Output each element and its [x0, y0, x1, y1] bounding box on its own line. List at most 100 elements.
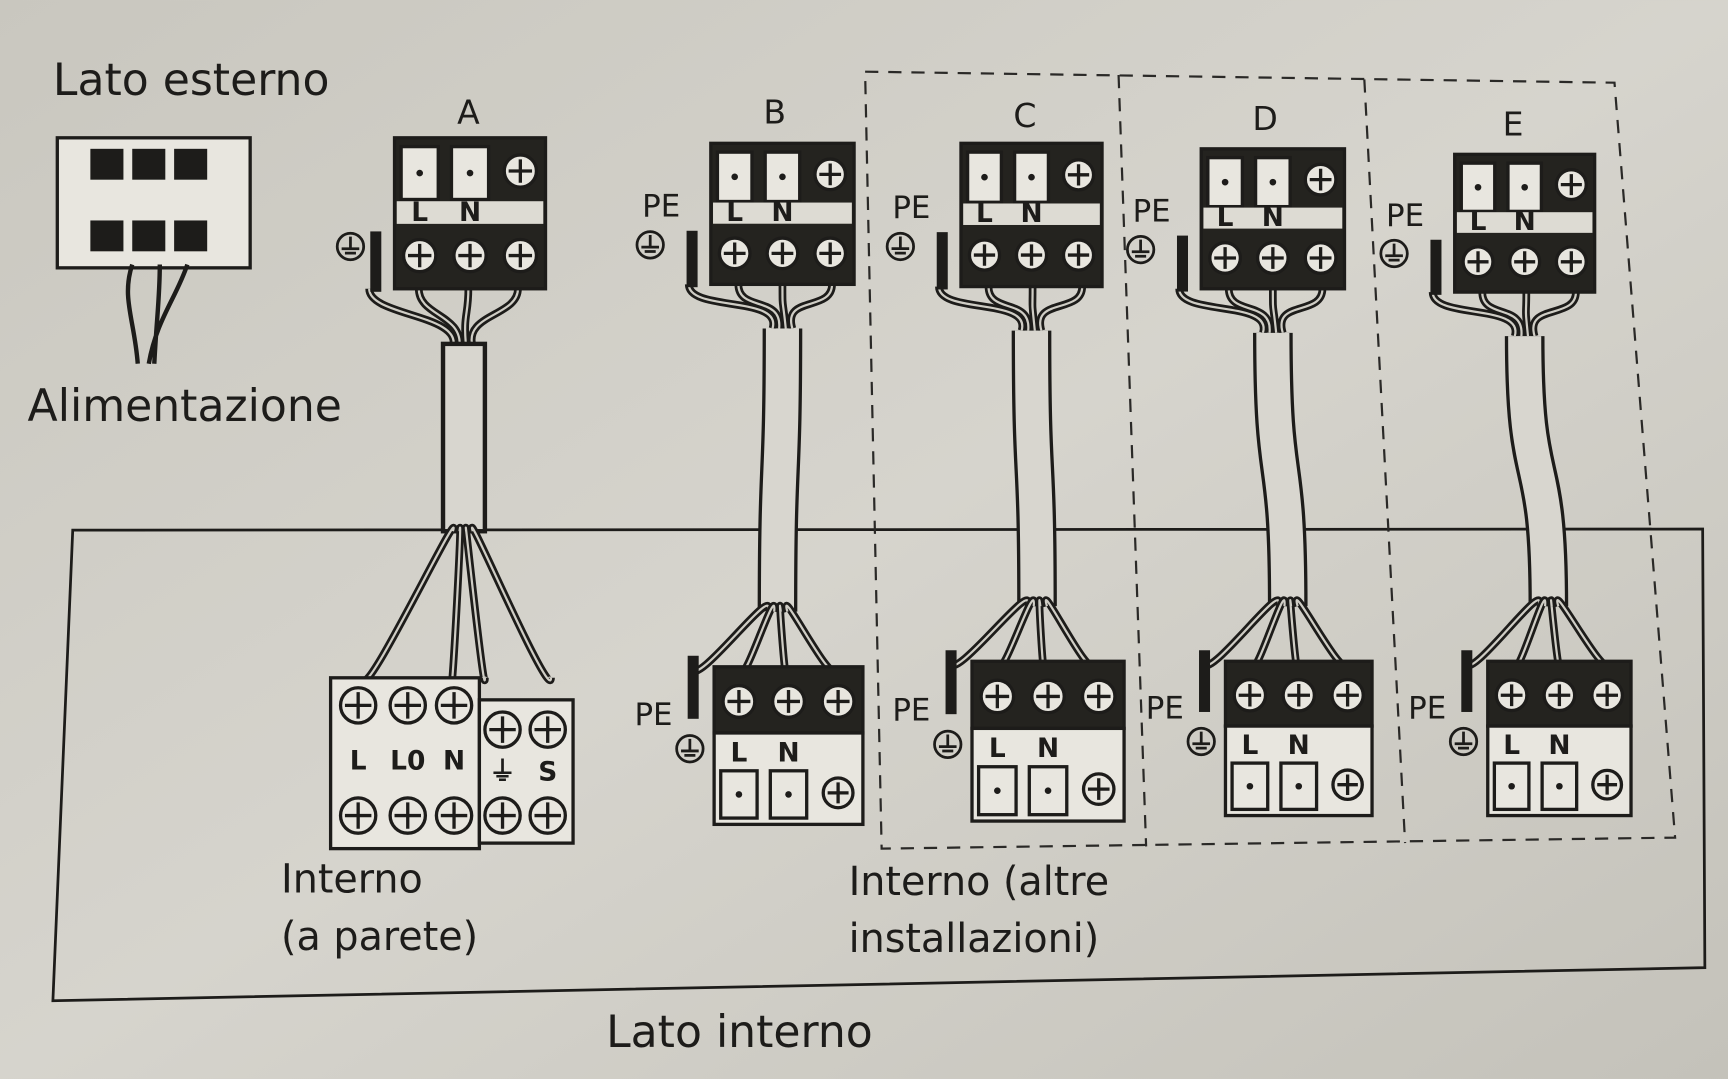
power-cable — [125, 263, 190, 365]
screw-slot — [407, 243, 432, 268]
terminal-label-l: L — [411, 197, 428, 228]
indoor-other-caption-line2: installazioni) — [849, 916, 1100, 962]
terminal-label-n: N — [1020, 198, 1042, 229]
unit-label-3: D — [1252, 99, 1277, 138]
ground-symbol — [341, 236, 360, 255]
terminal-label-n: N — [1514, 206, 1536, 237]
terminal-label-l: L — [1217, 202, 1234, 233]
clamp-dot — [731, 173, 738, 181]
pe-label: PE — [634, 697, 672, 733]
clamp-dot — [1221, 178, 1229, 186]
terminal-label-n: N — [1288, 730, 1310, 761]
cable-a-top-wire-core — [368, 288, 455, 348]
terminal-bottom — [174, 220, 208, 252]
screw-slot — [826, 689, 850, 713]
screw-slot — [771, 242, 794, 265]
screw-slot — [1500, 684, 1523, 707]
terminal-label-l: L — [1241, 730, 1258, 761]
cable-3-top-wire-core — [1271, 288, 1278, 333]
cable-d-fill — [1256, 332, 1305, 607]
terminal-bottom — [132, 220, 166, 252]
screw-slot — [1597, 774, 1618, 795]
ground-icon — [1379, 238, 1409, 269]
clamp-dot — [779, 173, 786, 181]
pe-ring-lug — [1430, 239, 1442, 295]
clamp-terminal — [763, 150, 802, 204]
cable-2-top-wire-core — [937, 286, 1024, 331]
screw-slot — [508, 159, 533, 183]
clamp-dot — [1508, 782, 1515, 790]
indoor-other-caption-line1: Interno (altre — [849, 859, 1110, 905]
screw-slot — [1287, 683, 1310, 707]
clamp-dot — [1521, 183, 1528, 191]
cable-2-top-wire-core — [1039, 286, 1084, 331]
screw-slot — [394, 692, 421, 719]
unit-label-1: B — [763, 92, 786, 131]
cable-a-bottom-wire-core — [464, 526, 486, 682]
unit-label-4: E — [1503, 105, 1524, 144]
cable-a-top-wire-core — [417, 288, 461, 348]
ground-symbol — [681, 738, 699, 757]
cable-3-top-wire-core — [1227, 288, 1271, 333]
pe-ring-lug — [1176, 235, 1188, 292]
cable-1-top-wire-core — [687, 284, 775, 329]
indoor-wall-caption-line2: (a parete) — [281, 914, 478, 960]
clamp-terminal — [768, 769, 809, 820]
pe-ring-lug — [370, 231, 382, 292]
unit-label-0: A — [457, 92, 480, 131]
indoor-wall-caption-line1: Interno — [281, 857, 423, 903]
screw-slot — [458, 243, 482, 268]
clamp-dot — [1246, 782, 1254, 790]
screw-slot — [1214, 247, 1236, 269]
clamp-dot — [981, 173, 988, 181]
screw-slot — [534, 802, 561, 829]
clamp-dot — [1044, 787, 1052, 795]
clamp-dot — [1295, 782, 1303, 790]
label-strip — [713, 202, 852, 224]
clamp-dot — [1556, 782, 1563, 790]
wall-terminal-label-3: ⏚ — [489, 756, 515, 787]
screw-slot — [819, 163, 842, 186]
label-strip — [1203, 207, 1343, 229]
clamp-dot — [1028, 173, 1035, 181]
cable-a-top-wire-core — [464, 288, 470, 348]
ground-symbol — [938, 734, 957, 753]
ground-icon — [1126, 234, 1156, 265]
pe-ring-lug — [936, 232, 948, 290]
clamp-dot — [466, 169, 474, 177]
pe-ring-lug — [945, 650, 957, 715]
pe-ring-lug — [687, 655, 699, 719]
screw-slot — [1238, 683, 1262, 707]
screw-slot — [489, 716, 516, 743]
screw-slot — [344, 692, 372, 719]
screw-slot — [1067, 164, 1090, 186]
pe-label: PE — [642, 189, 680, 225]
label-strip — [963, 203, 1100, 225]
cable-2-top-wire-core — [1031, 286, 1036, 331]
ground-icon — [933, 729, 963, 759]
cable-b-fill — [760, 328, 799, 612]
screw-slot — [723, 242, 746, 265]
terminal-bottom — [90, 220, 124, 252]
screw-slot — [1067, 244, 1090, 266]
wall-terminal-label-0: L — [350, 745, 367, 776]
screw-slot — [1086, 684, 1111, 709]
terminal-label-l: L — [976, 198, 993, 229]
screw-slot — [489, 802, 516, 829]
cable-4-top-wire-core — [1431, 291, 1517, 337]
terminal-label-n: N — [1262, 202, 1284, 233]
screw-slot — [508, 243, 533, 268]
clamp-dot — [735, 791, 743, 798]
screw-slot — [1560, 251, 1582, 273]
screw-slot — [1309, 168, 1332, 191]
cable-3-top-wire-core — [1178, 288, 1265, 334]
screw-slot — [1548, 684, 1571, 707]
cable-3-top-wire-core — [1280, 288, 1324, 334]
